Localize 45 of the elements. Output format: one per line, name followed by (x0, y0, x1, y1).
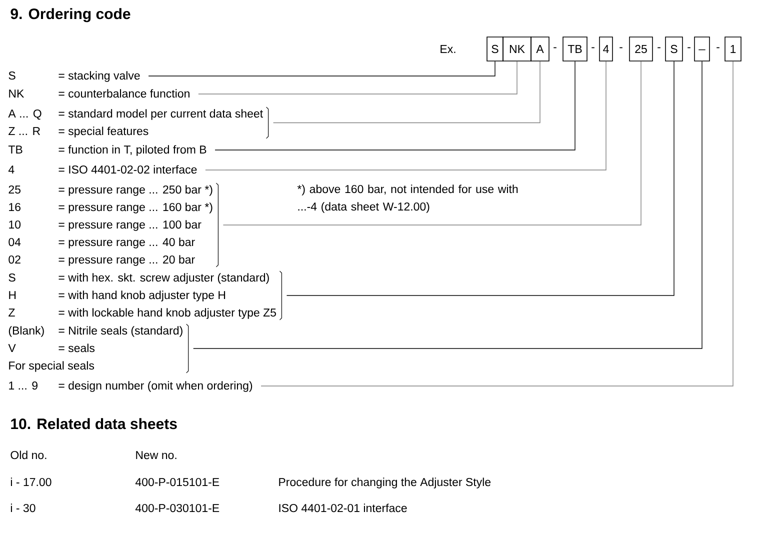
footnote: *) above 160 bar, not intended for use with ...-4 (data sheet W-12.00) (297, 184, 518, 213)
table-cell: ISO 4401-02-01 interface (279, 504, 407, 512)
separator-dash: - (716, 47, 720, 48)
code-description: NK = counterbalance function (9, 89, 190, 98)
leader-line (198, 61, 518, 94)
table-cell: 400-P-015101-E (135, 478, 220, 486)
code-description: 1 ... 9 = design number (omit when ordering) (9, 381, 252, 392)
table-cell: 400-P-030101-E (135, 504, 220, 512)
code-box: NK (502, 36, 532, 62)
table-cell: New no. (136, 451, 176, 460)
section-title: 10. Related data sheets (11, 418, 177, 430)
code-box: 1 (724, 36, 742, 62)
example-label: Ex. (440, 45, 456, 53)
table-cell: Procedure for changing the Adjuster Style (279, 478, 491, 488)
leader-line (260, 61, 734, 386)
table-cell: i - 17.00 (10, 478, 52, 486)
code-description: (Blank) = Nitrile seals (standard) V = seals For special seals (8, 326, 182, 372)
code-description: 25 = pressure range ... 250 bar *) 16 = pressure range ... 160 bar *) 10 = pressure range ... 100 bar 04 = pressure range ... 40 bar 02 = pressure range ... 20 bar (8, 185, 212, 266)
leader-line (214, 61, 576, 150)
code-box: S (665, 36, 683, 62)
leader-line (286, 61, 674, 296)
separator-dash: - (688, 47, 690, 48)
code-box: S (486, 36, 504, 62)
code-description: 4 = ISO 4401-02-02 interface (8, 165, 197, 174)
separator-dash: - (658, 47, 660, 48)
code-box: A (530, 36, 550, 62)
code-description: TB = function in T, piloted from B (8, 145, 206, 156)
leader-line (222, 61, 642, 226)
separator-dash: - (592, 47, 594, 48)
code-box: _ (694, 36, 710, 62)
leader-line (148, 61, 496, 76)
leader-line (272, 61, 540, 124)
section-title: 9. Ordering code (10, 8, 130, 22)
code-box: TB (562, 36, 588, 62)
leader-line (205, 61, 606, 170)
code-box: 25 (629, 36, 653, 62)
table-cell: Old no. (10, 450, 46, 460)
code-description: A ... Q = standard model per current data sheet Z ... R = special features (8, 109, 263, 138)
code-description: S = with hex. skt. screw adjuster (standard) H = with hand knob adjuster type H Z = with lockable hand knob adjuster type Z5 (8, 273, 276, 319)
separator-dash: - (620, 47, 622, 48)
code-box: 4 (599, 36, 613, 62)
table-cell: i - 30 (10, 504, 36, 512)
leader-line (193, 61, 702, 349)
separator-dash: - (554, 47, 556, 48)
code-description: S = stacking valve (8, 71, 140, 82)
